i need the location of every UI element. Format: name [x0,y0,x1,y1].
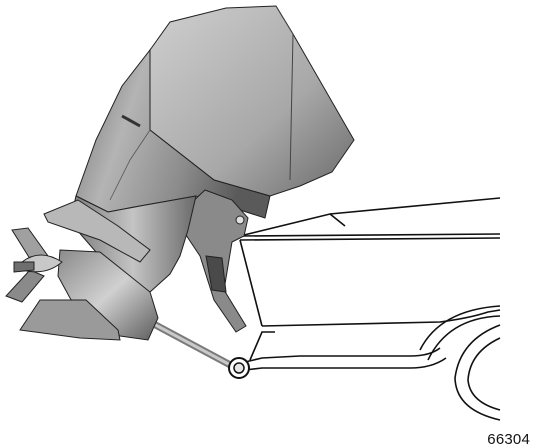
outboard-motor [5,5,355,341]
boat-hull [239,197,501,327]
trailer-frame [244,331,447,371]
figure-number: 66304 [487,431,530,448]
tie-down-strap [146,318,240,372]
propeller [5,227,63,303]
trailer-roller [228,357,250,379]
trailer-wheel-fender [419,305,501,421]
